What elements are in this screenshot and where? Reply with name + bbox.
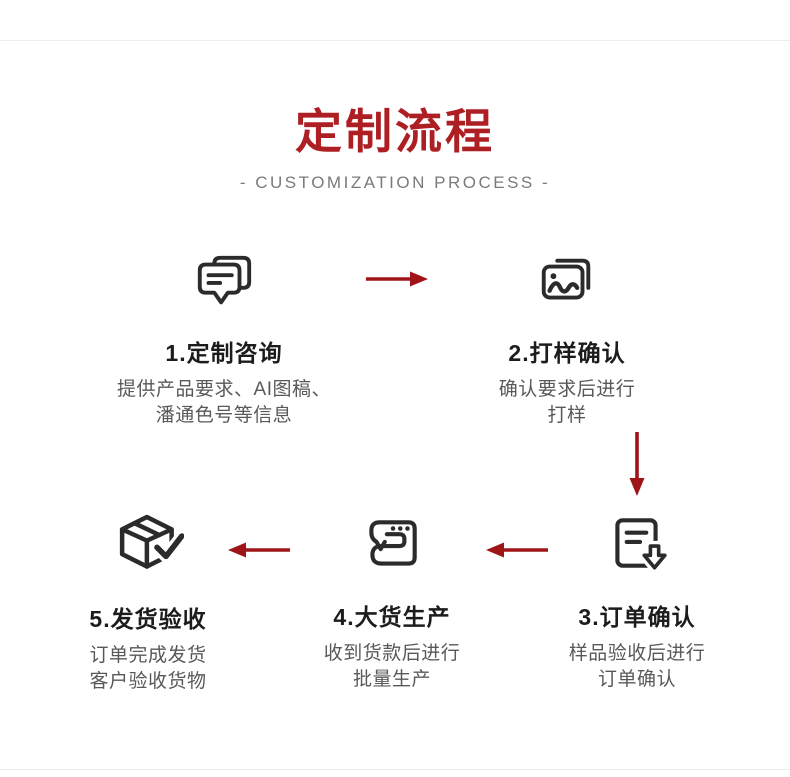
top-divider	[0, 40, 790, 41]
step-desc-line: 确认要求后进行	[498, 379, 636, 400]
bottom-divider	[0, 769, 790, 770]
step-5-delivery-acceptance: 5.发货验收 订单完成发货 客户验收货物	[46, 508, 250, 695]
step-desc-line: 订单完成发货	[89, 645, 207, 666]
step-desc: 订单完成发货 客户验收货物	[46, 643, 250, 695]
flow-arrow-right-icon	[364, 269, 430, 289]
step-title: 1.定制咨询	[165, 340, 283, 366]
step-desc-line: 样品验收后进行	[568, 643, 706, 664]
step-desc-line: 订单确认	[597, 669, 676, 690]
step-4-bulk-production: 4.大货生产 收到货款后进行 批量生产	[275, 512, 509, 693]
flow-arrow-down-icon	[627, 430, 647, 498]
order-document-download-icon	[525, 512, 749, 578]
page-subtitle: - CUSTOMIZATION PROCESS -	[239, 173, 551, 192]
page-title: 定制流程	[295, 105, 495, 158]
step-desc-line: 批量生产	[352, 669, 431, 690]
step-1-customization-consult: 1.定制咨询 提供产品要求、AI图稿、 潘通色号等信息	[100, 250, 348, 429]
step-2-sample-confirm: 2.打样确认 确认要求后进行 打样	[460, 250, 674, 429]
step-desc: 确认要求后进行 打样	[460, 377, 674, 429]
flow-arrow-left-icon	[226, 540, 292, 560]
step-title: 4.大货生产	[333, 604, 451, 630]
step-desc-line: 提供产品要求、AI图稿、	[117, 379, 331, 400]
chat-bubbles-icon	[100, 250, 348, 314]
step-3-order-confirm: 3.订单确认 样品验收后进行 订单确认	[525, 512, 749, 693]
flow-arrow-left-icon	[484, 540, 550, 560]
step-desc-line: 客户验收货物	[89, 671, 207, 692]
step-desc-line: 收到货款后进行	[323, 643, 461, 664]
step-desc-line: 潘通色号等信息	[155, 405, 293, 426]
step-desc-line: 打样	[547, 405, 587, 426]
package-check-icon	[46, 508, 250, 580]
step-title: 2.打样确认	[508, 340, 626, 366]
step-desc: 收到货款后进行 批量生产	[275, 641, 509, 693]
photo-sample-icon	[460, 250, 674, 314]
sewing-machine-icon	[275, 512, 509, 578]
step-title: 5.发货验收	[89, 606, 207, 632]
step-desc: 样品验收后进行 订单确认	[525, 641, 749, 693]
step-desc: 提供产品要求、AI图稿、 潘通色号等信息	[100, 377, 348, 429]
step-title: 3.订单确认	[578, 604, 696, 630]
